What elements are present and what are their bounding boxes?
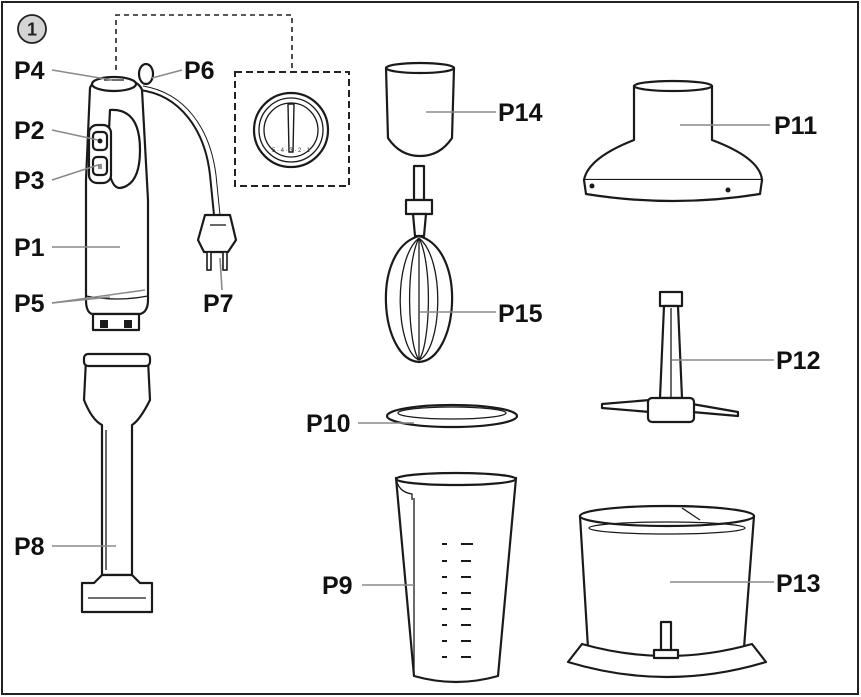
label-p12: P12 bbox=[776, 347, 820, 375]
zoom-connector bbox=[115, 14, 293, 72]
beaker-scale-marks bbox=[442, 543, 473, 658]
svg-text:II: II bbox=[98, 164, 102, 171]
leader-lines bbox=[51, 69, 774, 586]
label-p6: P6 bbox=[184, 57, 215, 85]
figure-number-badge: 1 bbox=[17, 14, 47, 44]
lid bbox=[385, 403, 519, 429]
chopper-bowl bbox=[566, 504, 768, 679]
label-p2: P2 bbox=[14, 117, 45, 145]
part-labels: P4 P6 P2 P3 P1 P5 P7 P8 P9 P10 P11 P12 P… bbox=[14, 57, 820, 600]
leader-p5b bbox=[51, 289, 146, 304]
blender-foot bbox=[80, 352, 154, 614]
label-p1: P1 bbox=[14, 234, 45, 262]
chopper-blade bbox=[600, 290, 740, 424]
label-p15: P15 bbox=[498, 300, 543, 328]
dial-scale-text: 5 · 4 · 3 · 2 · 1 bbox=[272, 148, 311, 154]
speed-dial-detail: 5 · 4 · 3 · 2 · 1 bbox=[234, 71, 350, 187]
label-p7: P7 bbox=[203, 290, 234, 318]
leader-p7 bbox=[219, 257, 223, 291]
label-p10: P10 bbox=[306, 410, 350, 438]
label-p9: P9 bbox=[322, 572, 353, 600]
leader-p2 bbox=[51, 129, 99, 141]
motor-unit: II bbox=[84, 62, 238, 332]
label-p4: P4 bbox=[14, 57, 45, 85]
leader-p3 bbox=[51, 164, 99, 181]
label-p5: P5 bbox=[14, 290, 45, 318]
label-p3: P3 bbox=[14, 167, 45, 195]
leader-p4 bbox=[51, 69, 113, 81]
chopper-lid bbox=[582, 79, 764, 203]
label-p11: P11 bbox=[774, 112, 817, 140]
figure-number: 1 bbox=[27, 20, 37, 40]
label-p13: P13 bbox=[776, 570, 820, 598]
whisk bbox=[384, 164, 454, 364]
label-p14: P14 bbox=[498, 99, 543, 127]
measuring-beaker bbox=[394, 471, 518, 684]
label-p8: P8 bbox=[14, 533, 45, 561]
whisk-coupler bbox=[384, 61, 456, 158]
leader-p6 bbox=[151, 69, 183, 79]
